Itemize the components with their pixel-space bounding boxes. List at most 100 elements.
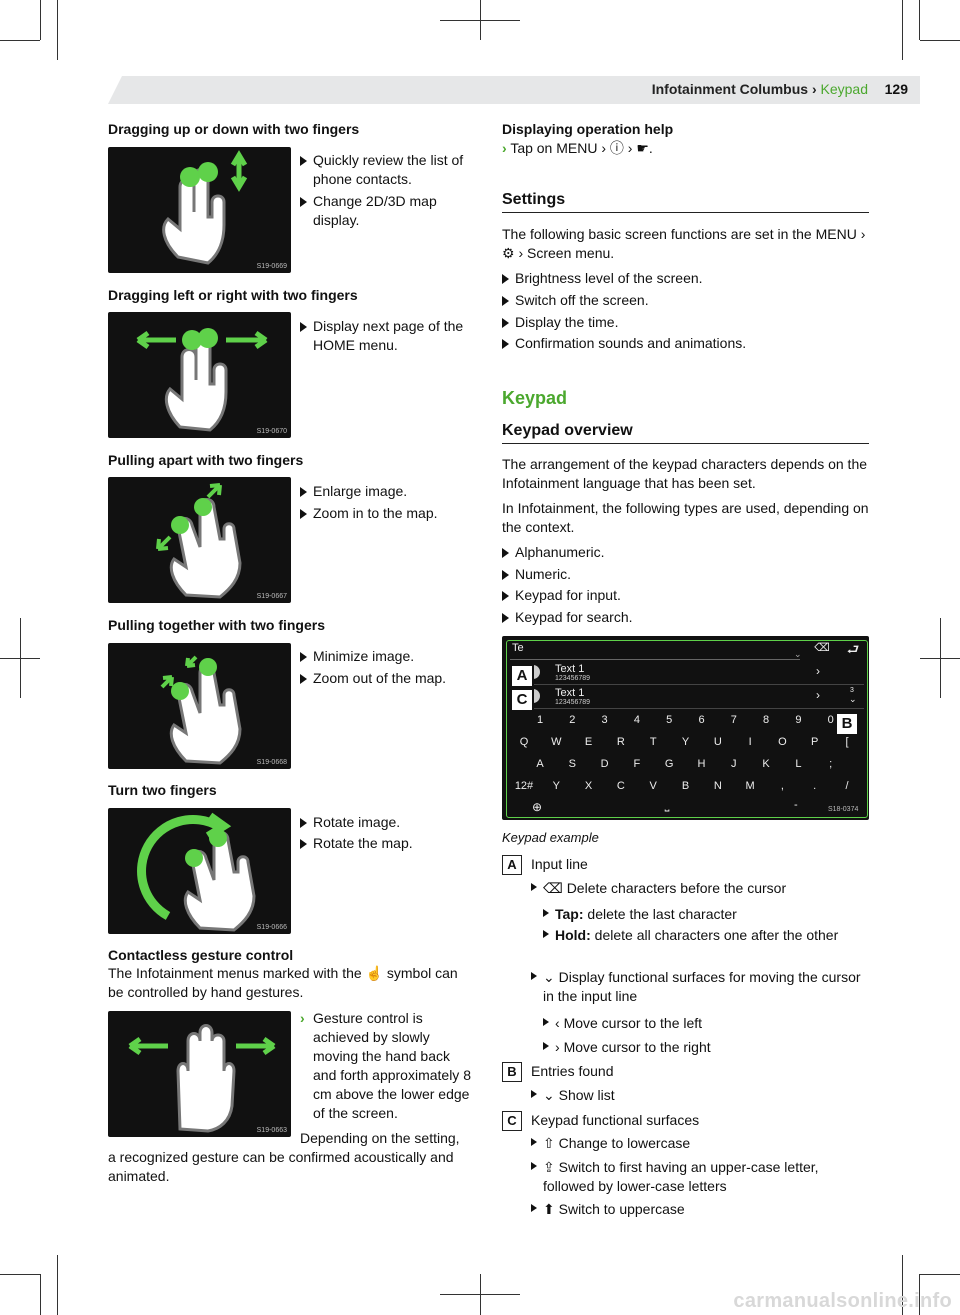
key[interactable]: /	[845, 780, 849, 792]
legend-item: ⌄ Display functional surfaces for moving…	[531, 968, 869, 1006]
legend-letter-c: C	[502, 1111, 522, 1131]
key[interactable]: K	[762, 758, 770, 770]
input-line[interactable]: Te	[512, 642, 524, 654]
key[interactable]: M	[745, 780, 755, 792]
key[interactable]: Y	[681, 736, 690, 748]
key[interactable]: S	[568, 758, 576, 770]
key[interactable]: E	[584, 736, 593, 748]
key[interactable]: R	[616, 736, 625, 748]
highlight-frame	[506, 640, 868, 818]
callout-b: B	[835, 712, 859, 736]
gesture-figure: S19-0668	[108, 643, 291, 769]
list-item: Quickly review the list of phone contact…	[300, 151, 470, 189]
list-item: Change 2D/3D map display.	[300, 192, 470, 230]
key[interactable]: ,	[780, 780, 784, 792]
key[interactable]: J	[731, 758, 737, 770]
key[interactable]: X	[584, 780, 593, 792]
gesture-heading: Dragging up or down with two fingers	[108, 121, 360, 137]
legend-subitem: › Move cursor to the right	[543, 1038, 869, 1057]
key[interactable]: 9	[795, 714, 802, 726]
contactless-intro: The Infotainment menus marked with the ☝…	[108, 965, 458, 1000]
shift-once-icon: ⇪	[543, 1159, 559, 1175]
key[interactable]: 1	[536, 714, 544, 726]
globe-icon[interactable]: ⊕	[532, 800, 543, 814]
key[interactable]: V	[649, 780, 657, 792]
entry-row[interactable]: Text 1 123456789 ›	[510, 662, 864, 685]
page-header: Infotainment Columbus › Keypad	[652, 81, 868, 97]
crop-mark	[940, 618, 941, 698]
figure-id: S19-0663	[256, 1127, 287, 1134]
contactless-note: Depending on the setting, a recognized g…	[108, 1130, 460, 1184]
legend-subitem: Hold: delete all characters one after th…	[543, 926, 869, 945]
key[interactable]: H	[697, 758, 706, 770]
chevron-down-icon[interactable]: ⌄	[849, 694, 857, 704]
rotate-two-fingers-icon	[137, 812, 256, 932]
keypad-title: Keypad	[502, 388, 568, 408]
crop-mark	[480, 1274, 481, 1315]
key[interactable]: O	[778, 736, 787, 748]
key[interactable]: 2	[569, 714, 576, 726]
crop-mark	[40, 0, 41, 40]
key[interactable]: 4	[633, 714, 640, 726]
header-separator: ›	[808, 81, 821, 97]
key[interactable]: 0	[827, 714, 834, 726]
key[interactable]: 5	[666, 714, 673, 726]
keypad-figure: Te ⌄ ⌫ ⮐ Text 1 123456789 › Text 1 12345…	[502, 636, 869, 820]
chevron-right-icon[interactable]: ›	[816, 664, 820, 678]
crop-mark	[0, 1274, 40, 1275]
list-item: Zoom in to the map.	[300, 504, 470, 523]
pinch-apart-icon	[156, 483, 242, 599]
key[interactable]: 6	[698, 714, 705, 726]
key[interactable]: 12#	[514, 780, 534, 792]
step-arrow-icon: ›	[502, 140, 507, 156]
page-number: 129	[884, 81, 908, 97]
crop-mark	[919, 1274, 920, 1315]
key[interactable]: I	[748, 736, 752, 748]
space-key[interactable]: ⎵	[664, 798, 670, 812]
callout-a: A	[510, 664, 534, 688]
entry-row[interactable]: Text 1 123456789 › 3 ⌄	[510, 686, 864, 709]
backspace-icon[interactable]: ⌫	[814, 642, 830, 654]
chevron-down-icon: ⌄	[543, 1087, 559, 1103]
list-item: Minimize image.	[300, 647, 470, 666]
key[interactable]: T	[649, 736, 657, 748]
key-row-q: Q W E R T Y U I O P [	[502, 736, 869, 754]
key[interactable]: Y	[552, 780, 560, 792]
key[interactable]: 7	[730, 714, 737, 726]
key[interactable]: .	[813, 780, 817, 792]
help-heading: Displaying operation help	[502, 121, 674, 137]
crop-mark	[902, 1255, 903, 1315]
key[interactable]: D	[600, 758, 609, 770]
return-icon[interactable]: ⮐	[846, 641, 860, 657]
gesture-figure: S19-0663	[108, 1011, 291, 1137]
chevron-right-icon: ›	[555, 1039, 564, 1055]
key[interactable]: W	[551, 736, 562, 748]
gesture-figure: S19-0670	[108, 312, 291, 438]
key[interactable]: L	[795, 758, 802, 770]
pinch-together-icon	[160, 655, 242, 765]
key[interactable]: Q	[519, 736, 529, 748]
key[interactable]: ;	[829, 758, 833, 770]
settings-intro: The following basic screen functions are…	[502, 226, 866, 261]
key[interactable]: G	[664, 758, 674, 770]
key[interactable]: 8	[763, 714, 770, 726]
crop-mark	[20, 618, 21, 698]
key[interactable]: A	[536, 758, 544, 770]
backspace-icon: ⌫	[543, 880, 567, 896]
chevron-right-icon[interactable]: ›	[816, 688, 820, 702]
key[interactable]: C	[616, 780, 625, 792]
key[interactable]: F	[633, 758, 641, 770]
keypad-paragraph: The arrangement of the keypad characters…	[502, 456, 868, 491]
key[interactable]: U	[713, 736, 722, 748]
key[interactable]: 3	[601, 714, 608, 726]
key[interactable]: P	[811, 736, 819, 748]
key[interactable]: [	[845, 736, 849, 748]
dash-key[interactable]: -	[794, 799, 798, 811]
key[interactable]: N	[713, 780, 722, 792]
legend-item: ⇪ Switch to first having an upper-case l…	[531, 1158, 869, 1196]
crop-mark	[920, 1274, 960, 1275]
key[interactable]: B	[681, 780, 690, 792]
list-item: Display next page of the HOME menu.	[300, 317, 470, 355]
legend-item: ⇧ Change to lowercase	[531, 1134, 869, 1153]
chevron-down-icon[interactable]: ⌄	[794, 649, 802, 659]
